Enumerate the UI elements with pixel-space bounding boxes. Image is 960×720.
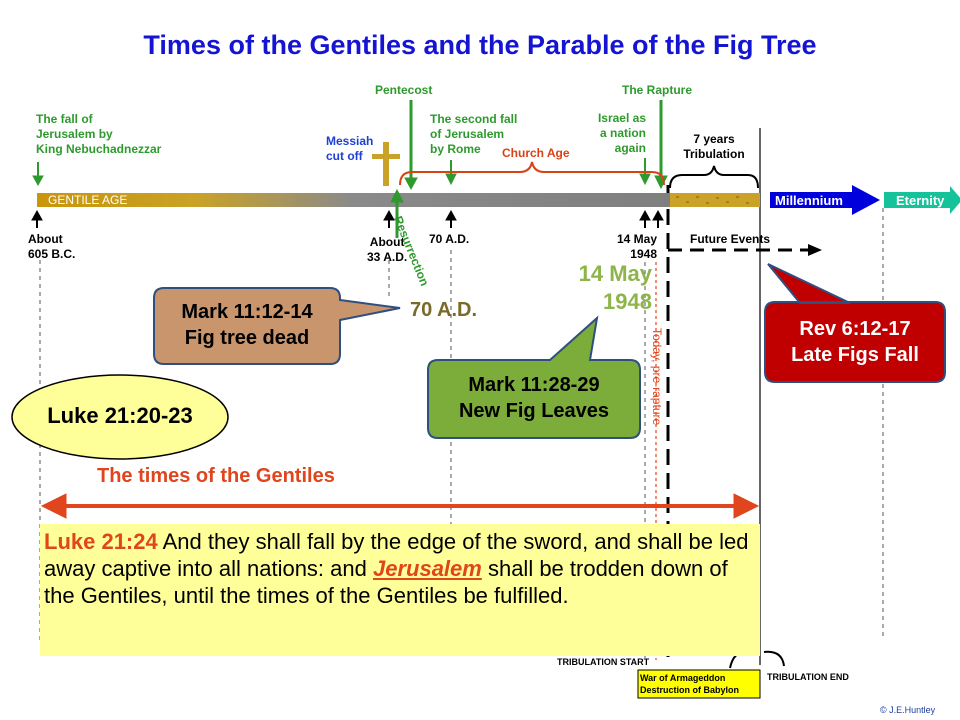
trib-end-label: TRIBULATION END [767, 672, 849, 682]
cross-icon [372, 142, 400, 186]
luke-ellipse [11, 374, 229, 460]
quote-ref: Luke 21:24 [44, 529, 158, 554]
fall-arrow [32, 162, 44, 187]
quote-jerusalem: Jerusalem [372, 556, 482, 581]
pentecost-label: Pentecost [375, 83, 433, 97]
tribulation-brace [669, 165, 759, 189]
gentile-age-bar [37, 193, 670, 207]
church-age-label: Church Age [502, 146, 570, 160]
luke-callout: Luke 21:20-23 [47, 403, 193, 428]
eternity-label: Eternity [896, 193, 945, 208]
page-title: Times of the Gentiles and the Parable of… [143, 30, 817, 60]
future-events-label: Future Events [690, 232, 771, 246]
eternity-arrow [884, 186, 960, 214]
pentecost-arrow [404, 100, 418, 191]
millennium-label: Millennium [775, 193, 843, 208]
quote-text2: shall be trodden down of the Gentiles, u… [44, 556, 728, 608]
times-of-gentiles-arrow [40, 493, 760, 519]
quote-text1: And they shall fall by the edge of the s… [44, 529, 749, 581]
future-events-arrow [668, 244, 822, 256]
rev-bubble [764, 263, 946, 383]
date-70ad: 70 A.D. [429, 232, 470, 246]
gentile-age-label: GENTILE AGE [48, 193, 128, 207]
millennium-arrow [770, 185, 880, 215]
date-arrows [31, 209, 664, 228]
armageddon-box [637, 669, 761, 699]
resurrection-arrow [390, 188, 404, 238]
copyright-label: © J.E.Huntley [880, 705, 936, 715]
mark1-bubble [153, 287, 401, 365]
church-age-brace [399, 161, 665, 186]
luke-21-24-quote: Luke 21:24 And they shall fall by the ed… [40, 524, 760, 656]
tribulation-texture [676, 196, 749, 204]
second-fall-arrow [445, 160, 457, 186]
trib-start-label: TRIBULATION START [557, 657, 650, 667]
rapture-label: The Rapture [622, 83, 693, 97]
big-70ad: 70 A.D. [410, 299, 478, 321]
today-label: Today, pre-rapture [650, 328, 664, 426]
trib-end-curve [763, 650, 785, 667]
mark2-bubble [427, 315, 641, 439]
times-of-gentiles-label: The times of the Gentiles [97, 465, 335, 487]
tribulation-bar [670, 193, 760, 207]
